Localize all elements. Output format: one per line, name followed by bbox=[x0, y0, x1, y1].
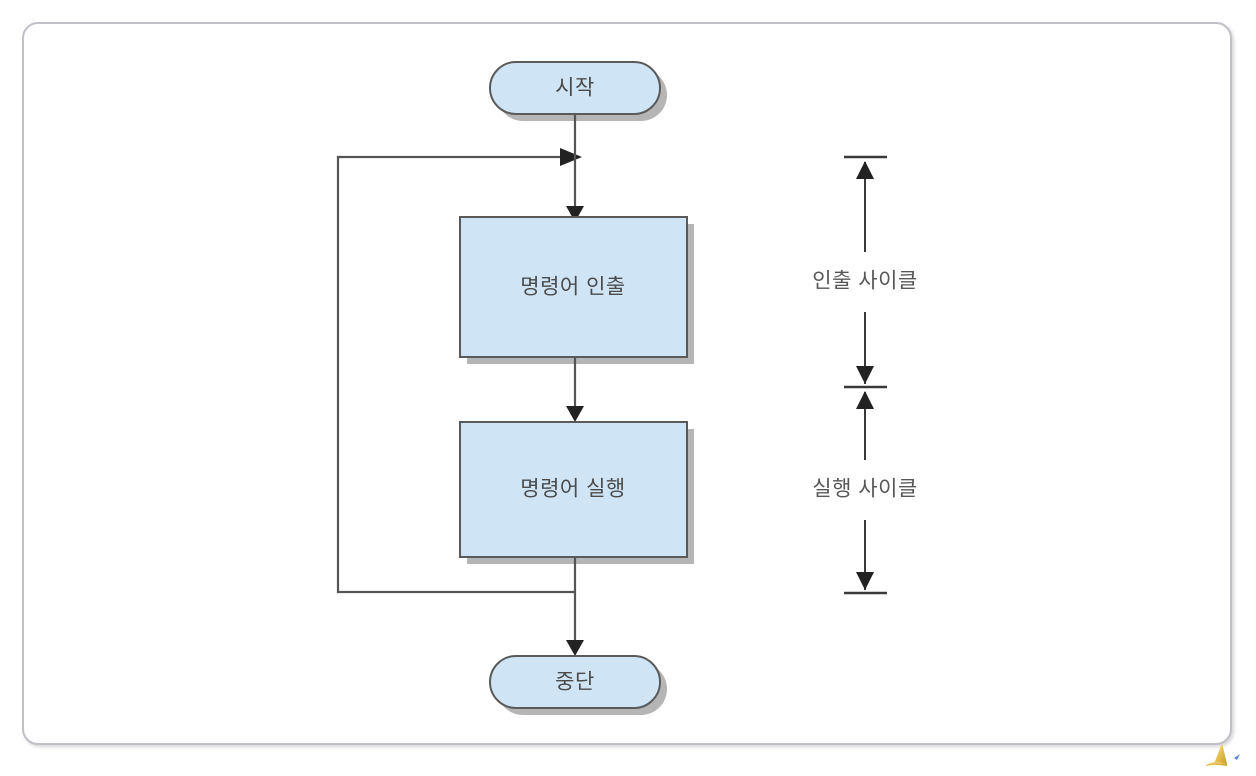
node-start[interactable]: 시작 bbox=[489, 61, 667, 121]
node-fetch-label: 명령어 인출 bbox=[520, 276, 625, 299]
edge-start-to-fetch bbox=[566, 114, 584, 222]
node-execute[interactable]: 명령어 실행 bbox=[459, 421, 694, 564]
edge-execute-to-fetch-feedback bbox=[336, 148, 582, 594]
annotation-fetch-cycle: 인출 사이클 bbox=[812, 155, 917, 384]
node-execute-label: 명령어 실행 bbox=[520, 478, 625, 501]
annotation-execute-cycle-label: 실행 사이클 bbox=[812, 478, 917, 501]
node-start-label: 시작 bbox=[555, 77, 595, 100]
node-halt-label: 중단 bbox=[555, 671, 595, 694]
node-halt[interactable]: 중단 bbox=[489, 655, 667, 715]
edge-execute-to-halt bbox=[566, 557, 584, 656]
node-fetch[interactable]: 명령어 인출 bbox=[459, 216, 694, 364]
edge-fetch-to-execute bbox=[566, 357, 584, 422]
annotation-execute-cycle: 실행 사이클 bbox=[812, 391, 917, 595]
annotation-fetch-cycle-label: 인출 사이클 bbox=[812, 270, 917, 293]
outer-frame-border bbox=[22, 22, 1232, 745]
